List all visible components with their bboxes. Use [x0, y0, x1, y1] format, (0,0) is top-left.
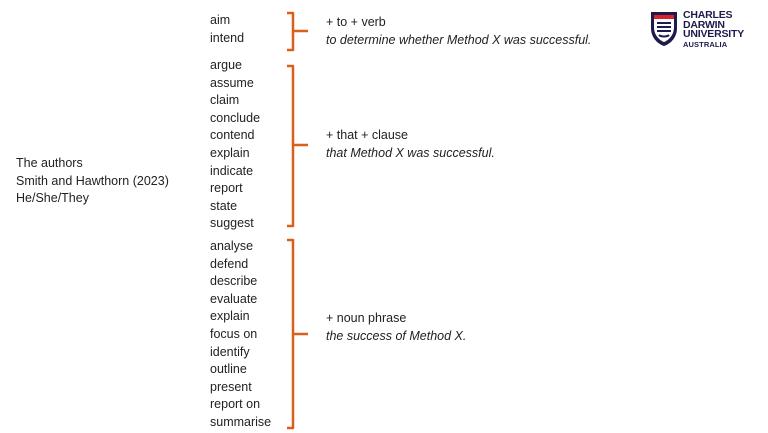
verb-list-that-clause: argue assume claim conclude contend expl… — [210, 57, 260, 233]
verb-item: describe — [210, 274, 258, 289]
university-logo: CHARLES DARWIN UNIVERSITY AUSTRALIA — [649, 10, 759, 52]
logo-line: AUSTRALIA — [683, 39, 728, 49]
pattern-example: to determine whether Method X was succes… — [326, 32, 592, 47]
verb-list-noun-phrase: analyse defend describe evaluate explain… — [210, 238, 271, 432]
subject-item: The authors — [16, 156, 83, 170]
verb-item: identify — [210, 344, 250, 359]
verb-list-to-verb: aim intend — [210, 12, 244, 47]
verb-item: conclude — [210, 110, 261, 125]
bracket-that-clause — [287, 64, 308, 228]
verb-item: aim — [210, 13, 231, 27]
subject-list: The authors Smith and Hawthorn (2023) He… — [16, 155, 169, 208]
verb-item: explain — [210, 145, 250, 160]
logo-line: DARWIN — [683, 18, 725, 31]
pattern-label: + that + clause — [326, 128, 409, 142]
pattern-to-verb: + to + verb to determine whether Method … — [326, 14, 591, 49]
verb-item: indicate — [210, 163, 254, 178]
bracket-noun-phrase — [287, 238, 308, 430]
pattern-example: that Method X was successful. — [326, 145, 495, 160]
logo-line: UNIVERSITY — [683, 28, 745, 40]
shield-icon — [651, 12, 677, 46]
verb-item: outline — [210, 362, 247, 377]
verb-item: report on — [210, 397, 261, 412]
verb-item: present — [210, 379, 252, 394]
subject-item: Smith and Hawthorn (2023) — [16, 173, 169, 188]
logo-line: CHARLES — [683, 9, 733, 21]
verb-item: assume — [210, 75, 254, 90]
bracket-to-verb — [287, 11, 308, 52]
pattern-example: the success of Method X. — [326, 328, 467, 343]
verb-item: report — [210, 181, 243, 196]
verb-item: explain — [210, 309, 250, 324]
verb-item: claim — [210, 93, 240, 108]
verb-item: contend — [210, 128, 255, 143]
subject-item: He/She/They — [16, 191, 89, 205]
pattern-label: + noun phrase — [326, 311, 407, 325]
pattern-noun-phrase: + noun phrase the success of Method X. — [326, 310, 466, 345]
verb-item: evaluate — [210, 291, 258, 306]
verb-item: intend — [210, 30, 245, 45]
verb-item: defend — [210, 256, 249, 271]
logo-wordmark: CHARLES DARWIN UNIVERSITY AUSTRALIA — [683, 9, 745, 49]
verb-item: suggest — [210, 216, 254, 231]
verb-item: analyse — [210, 239, 254, 253]
verb-item: state — [210, 198, 238, 213]
pattern-label: + to + verb — [326, 15, 386, 29]
verb-item: focus on — [210, 326, 258, 341]
verb-item: summarise — [210, 414, 272, 429]
verb-item: argue — [210, 58, 242, 72]
pattern-that-clause: + that + clause that Method X was succes… — [326, 127, 495, 162]
